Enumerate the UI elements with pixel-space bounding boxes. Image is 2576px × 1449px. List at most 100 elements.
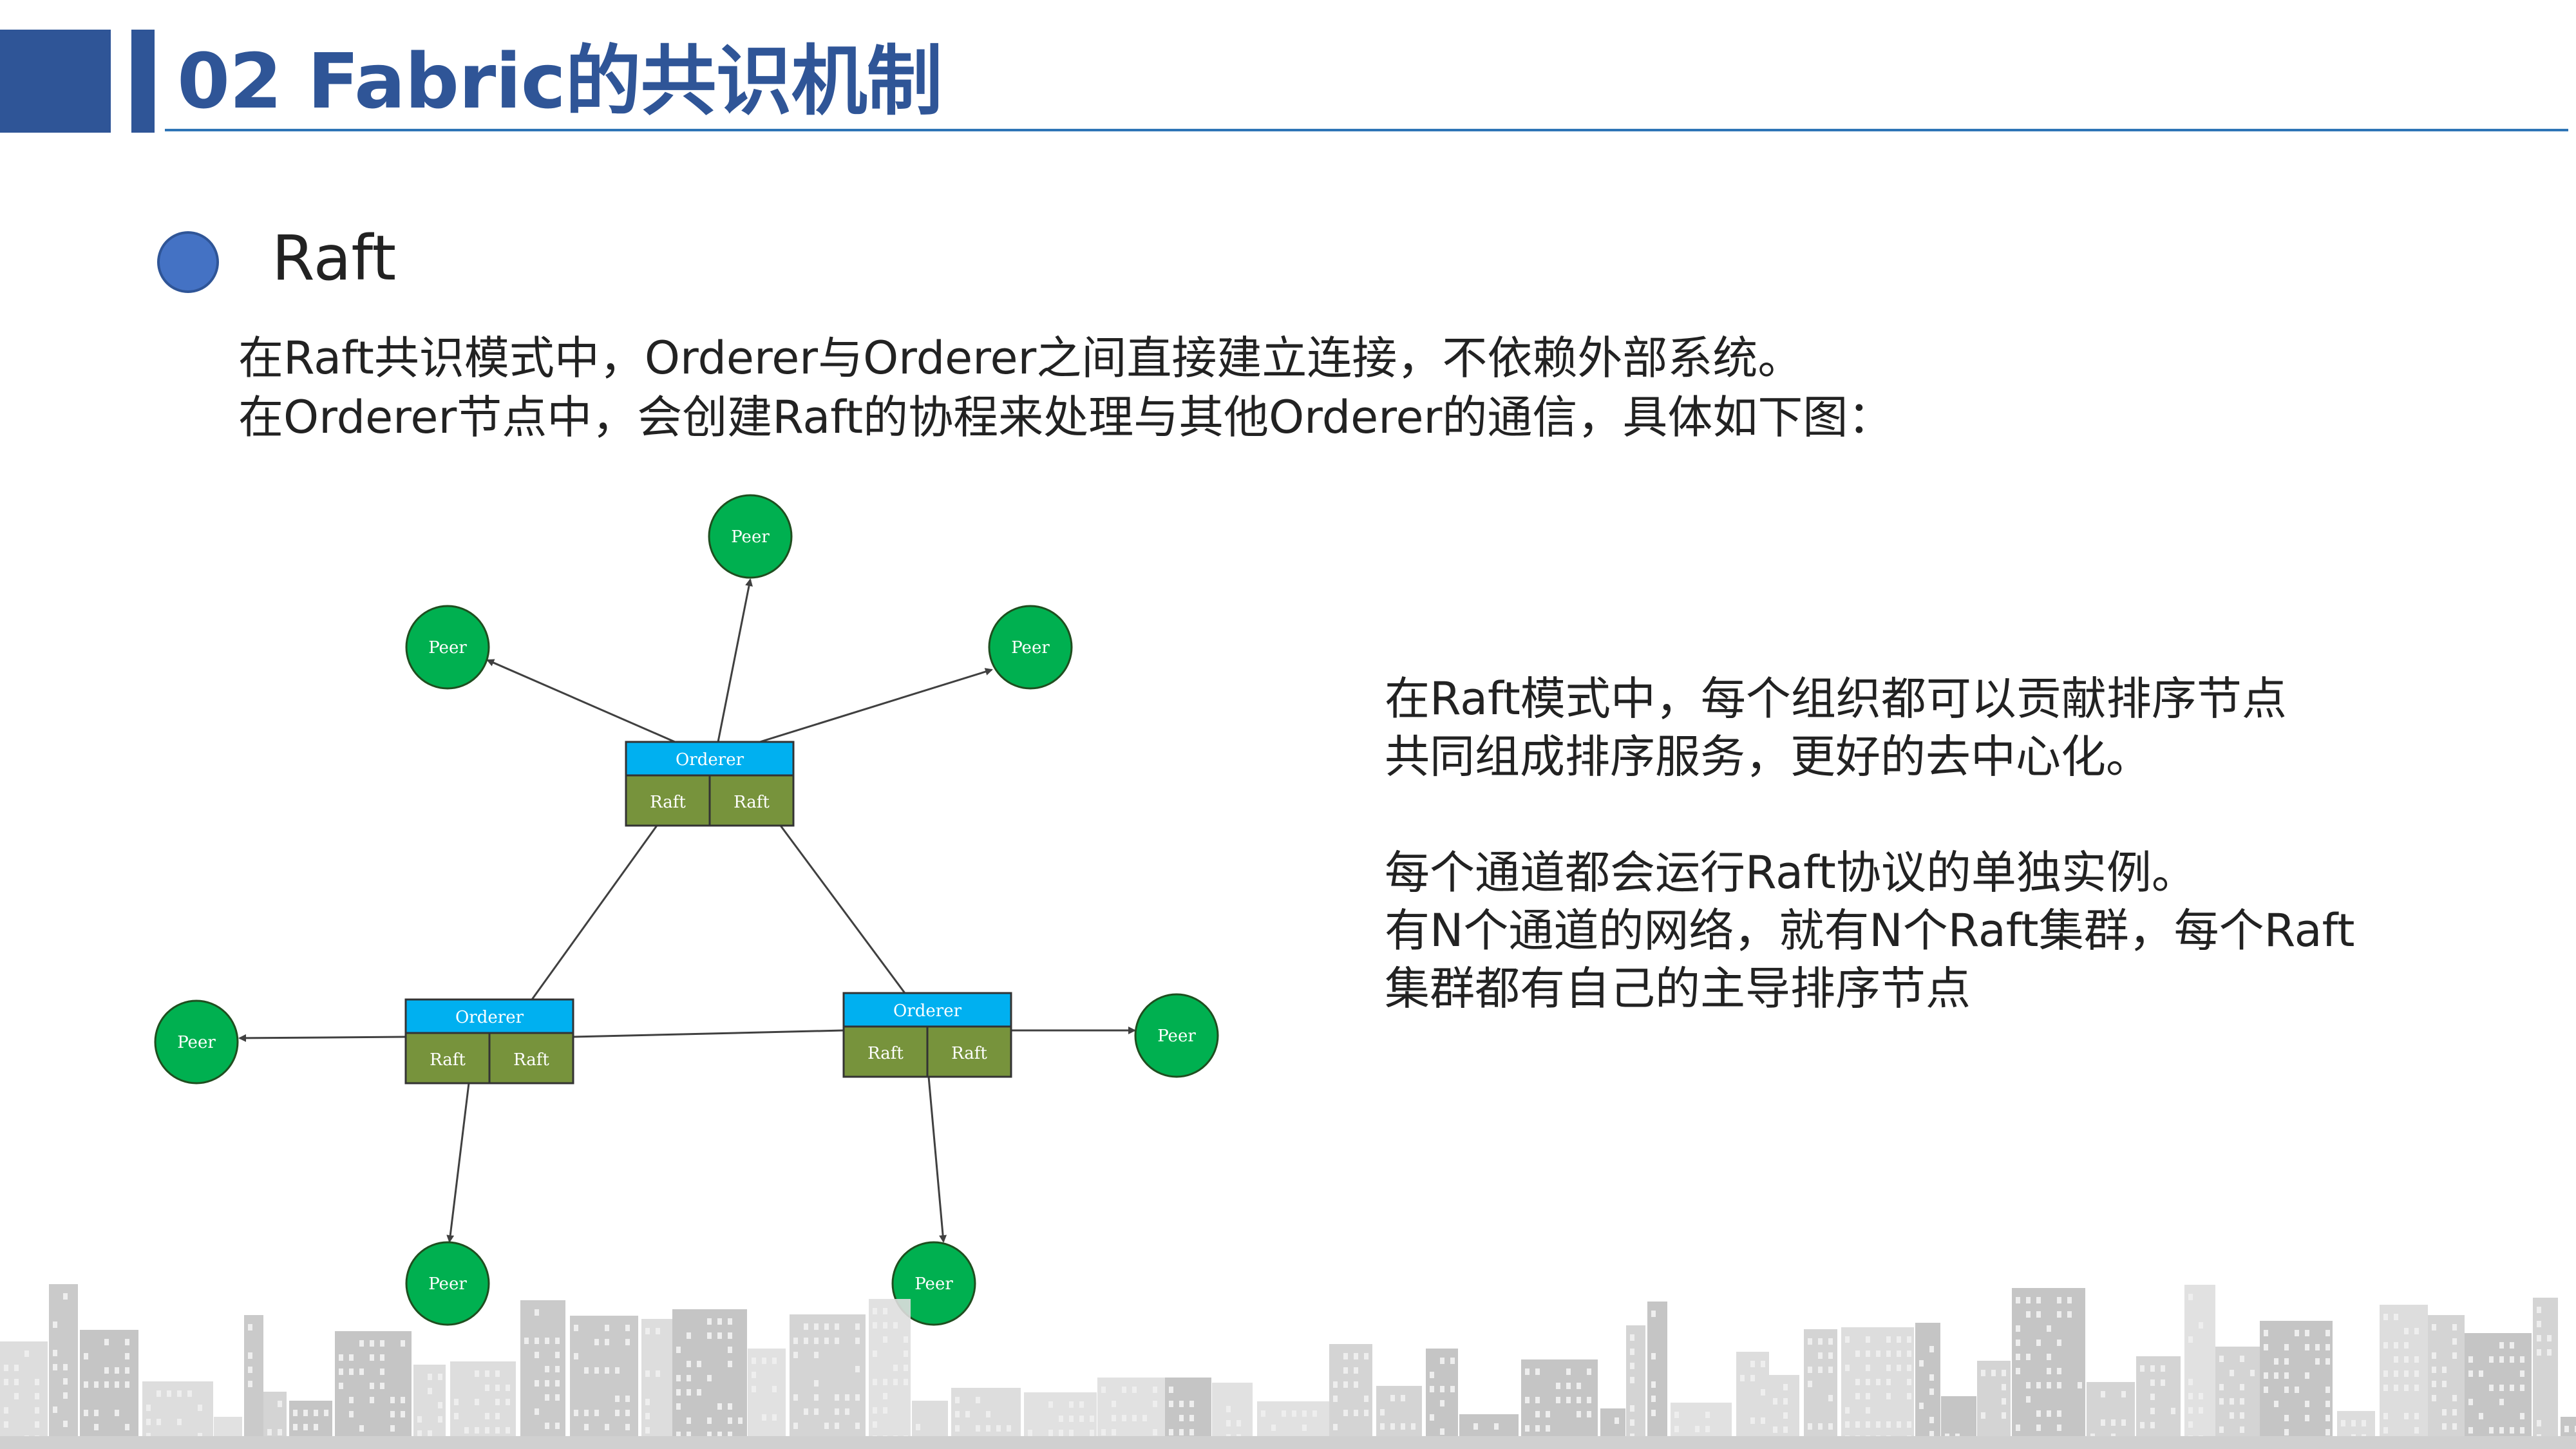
skyline-window xyxy=(1855,1379,1860,1385)
side-text-line-5: 集群都有自己的主导排序节点 xyxy=(1385,962,1971,1015)
skyline-window xyxy=(676,1403,681,1410)
skyline-window xyxy=(2442,1409,2447,1416)
edge-orderer-left-to-peer-far-left xyxy=(238,1034,406,1042)
skyline-window xyxy=(738,1417,743,1424)
skyline-window xyxy=(1153,1387,1157,1393)
skyline-window xyxy=(1866,1365,1870,1371)
skyline-window xyxy=(1919,1403,1924,1409)
side-text-line-2: 共同组成排序服务，更好的去中心化。 xyxy=(1385,730,2151,783)
skyline-window xyxy=(125,1424,129,1430)
skyline-window xyxy=(53,1350,57,1356)
skyline-window xyxy=(485,1385,489,1391)
skyline-window xyxy=(53,1321,57,1328)
skyline-building xyxy=(1841,1327,1914,1449)
skyline-window xyxy=(2489,1356,2494,1363)
skyline-window xyxy=(1048,1430,1053,1436)
skyline-window xyxy=(495,1370,500,1377)
skyline-window xyxy=(1630,1377,1634,1383)
skyline-window xyxy=(1630,1363,1634,1369)
skyline-window xyxy=(2016,1425,2020,1431)
skyline-window xyxy=(1577,1397,1581,1403)
skyline-window xyxy=(2240,1384,2244,1390)
skyline-window xyxy=(2383,1314,2388,1320)
skyline-window xyxy=(955,1411,960,1417)
skyline-window xyxy=(2305,1330,2309,1336)
skyline-window xyxy=(545,1338,549,1344)
skyline-building xyxy=(0,1341,48,1449)
skyline-window xyxy=(248,1324,252,1331)
skyline-window xyxy=(615,1410,620,1416)
skyline-window xyxy=(824,1423,829,1429)
skyline-window xyxy=(752,1372,756,1378)
skyline-window xyxy=(1587,1411,1591,1417)
skyline-window xyxy=(314,1424,318,1430)
skyline-window xyxy=(717,1403,722,1410)
skyline-window xyxy=(2499,1342,2504,1349)
skyline-window xyxy=(1615,1417,1619,1424)
skyline-window xyxy=(35,1421,39,1428)
skyline-window xyxy=(555,1394,560,1401)
skyline-window xyxy=(1630,1405,1634,1412)
skyline-window xyxy=(380,1383,384,1389)
skyline-window xyxy=(2383,1370,2388,1377)
skyline-window xyxy=(390,1397,395,1403)
skyline-window xyxy=(2057,1297,2061,1303)
skyline-window xyxy=(1773,1398,1777,1405)
skyline-window xyxy=(1048,1401,1053,1408)
skyline-window xyxy=(1855,1350,1860,1357)
skyline-window xyxy=(380,1368,384,1375)
skyline-window xyxy=(2510,1427,2514,1434)
peer-label: Peer xyxy=(1011,638,1050,658)
skyline-window xyxy=(1886,1365,1891,1371)
skyline-building xyxy=(335,1331,412,1449)
skyline-window xyxy=(1494,1423,1499,1430)
skyline-building xyxy=(1736,1352,1769,1449)
skyline-window xyxy=(2295,1387,2299,1393)
skyline-window xyxy=(855,1366,860,1372)
skyline-window xyxy=(267,1429,272,1435)
skyline-window xyxy=(2479,1413,2483,1419)
skyline-window xyxy=(2404,1328,2409,1334)
skyline-window xyxy=(2452,1324,2457,1331)
skyline-window xyxy=(707,1417,712,1424)
skyline-window xyxy=(1261,1410,1265,1417)
skyline-window xyxy=(2404,1370,2409,1377)
skyline-window xyxy=(1818,1423,1823,1430)
skyline-window xyxy=(1354,1410,1358,1416)
skyline-window xyxy=(84,1381,88,1388)
skyline-window xyxy=(1866,1393,1870,1399)
skyline-window xyxy=(1866,1407,1870,1414)
skyline-window xyxy=(1343,1367,1348,1374)
skyline-window xyxy=(555,1352,560,1358)
skyline-window xyxy=(2383,1413,2388,1419)
skyline-window xyxy=(2274,1401,2278,1407)
skyline-window xyxy=(1226,1406,1231,1412)
skyline-window xyxy=(916,1424,920,1430)
skyline-window xyxy=(1845,1407,1850,1414)
skyline-building xyxy=(1521,1359,1598,1449)
skyline-window xyxy=(2394,1356,2398,1363)
skyline-window xyxy=(401,1397,405,1403)
skyline-window xyxy=(752,1386,756,1392)
skyline-window xyxy=(2394,1314,2398,1320)
skyline-building xyxy=(450,1361,516,1449)
skyline-window xyxy=(1440,1358,1444,1364)
skyline-window xyxy=(2264,1344,2268,1350)
skyline-window xyxy=(814,1338,819,1344)
skyline-window xyxy=(1876,1350,1880,1357)
skyline-window xyxy=(955,1397,960,1403)
skyline-window xyxy=(167,1390,171,1397)
skyline-window xyxy=(2188,1336,2193,1343)
skyline-window xyxy=(1897,1421,1901,1428)
skyline-window xyxy=(1783,1426,1788,1433)
skyline-window xyxy=(1292,1410,1296,1417)
skyline-window xyxy=(1907,1393,1911,1399)
skyline-window xyxy=(804,1408,808,1415)
skyline-window xyxy=(35,1379,39,1385)
skyline-window xyxy=(687,1432,691,1438)
skyline-window xyxy=(1876,1421,1880,1428)
skyline-window xyxy=(2489,1385,2494,1391)
skyline-window xyxy=(1855,1393,1860,1399)
skyline-window xyxy=(428,1430,432,1437)
skyline-window xyxy=(1380,1423,1385,1430)
